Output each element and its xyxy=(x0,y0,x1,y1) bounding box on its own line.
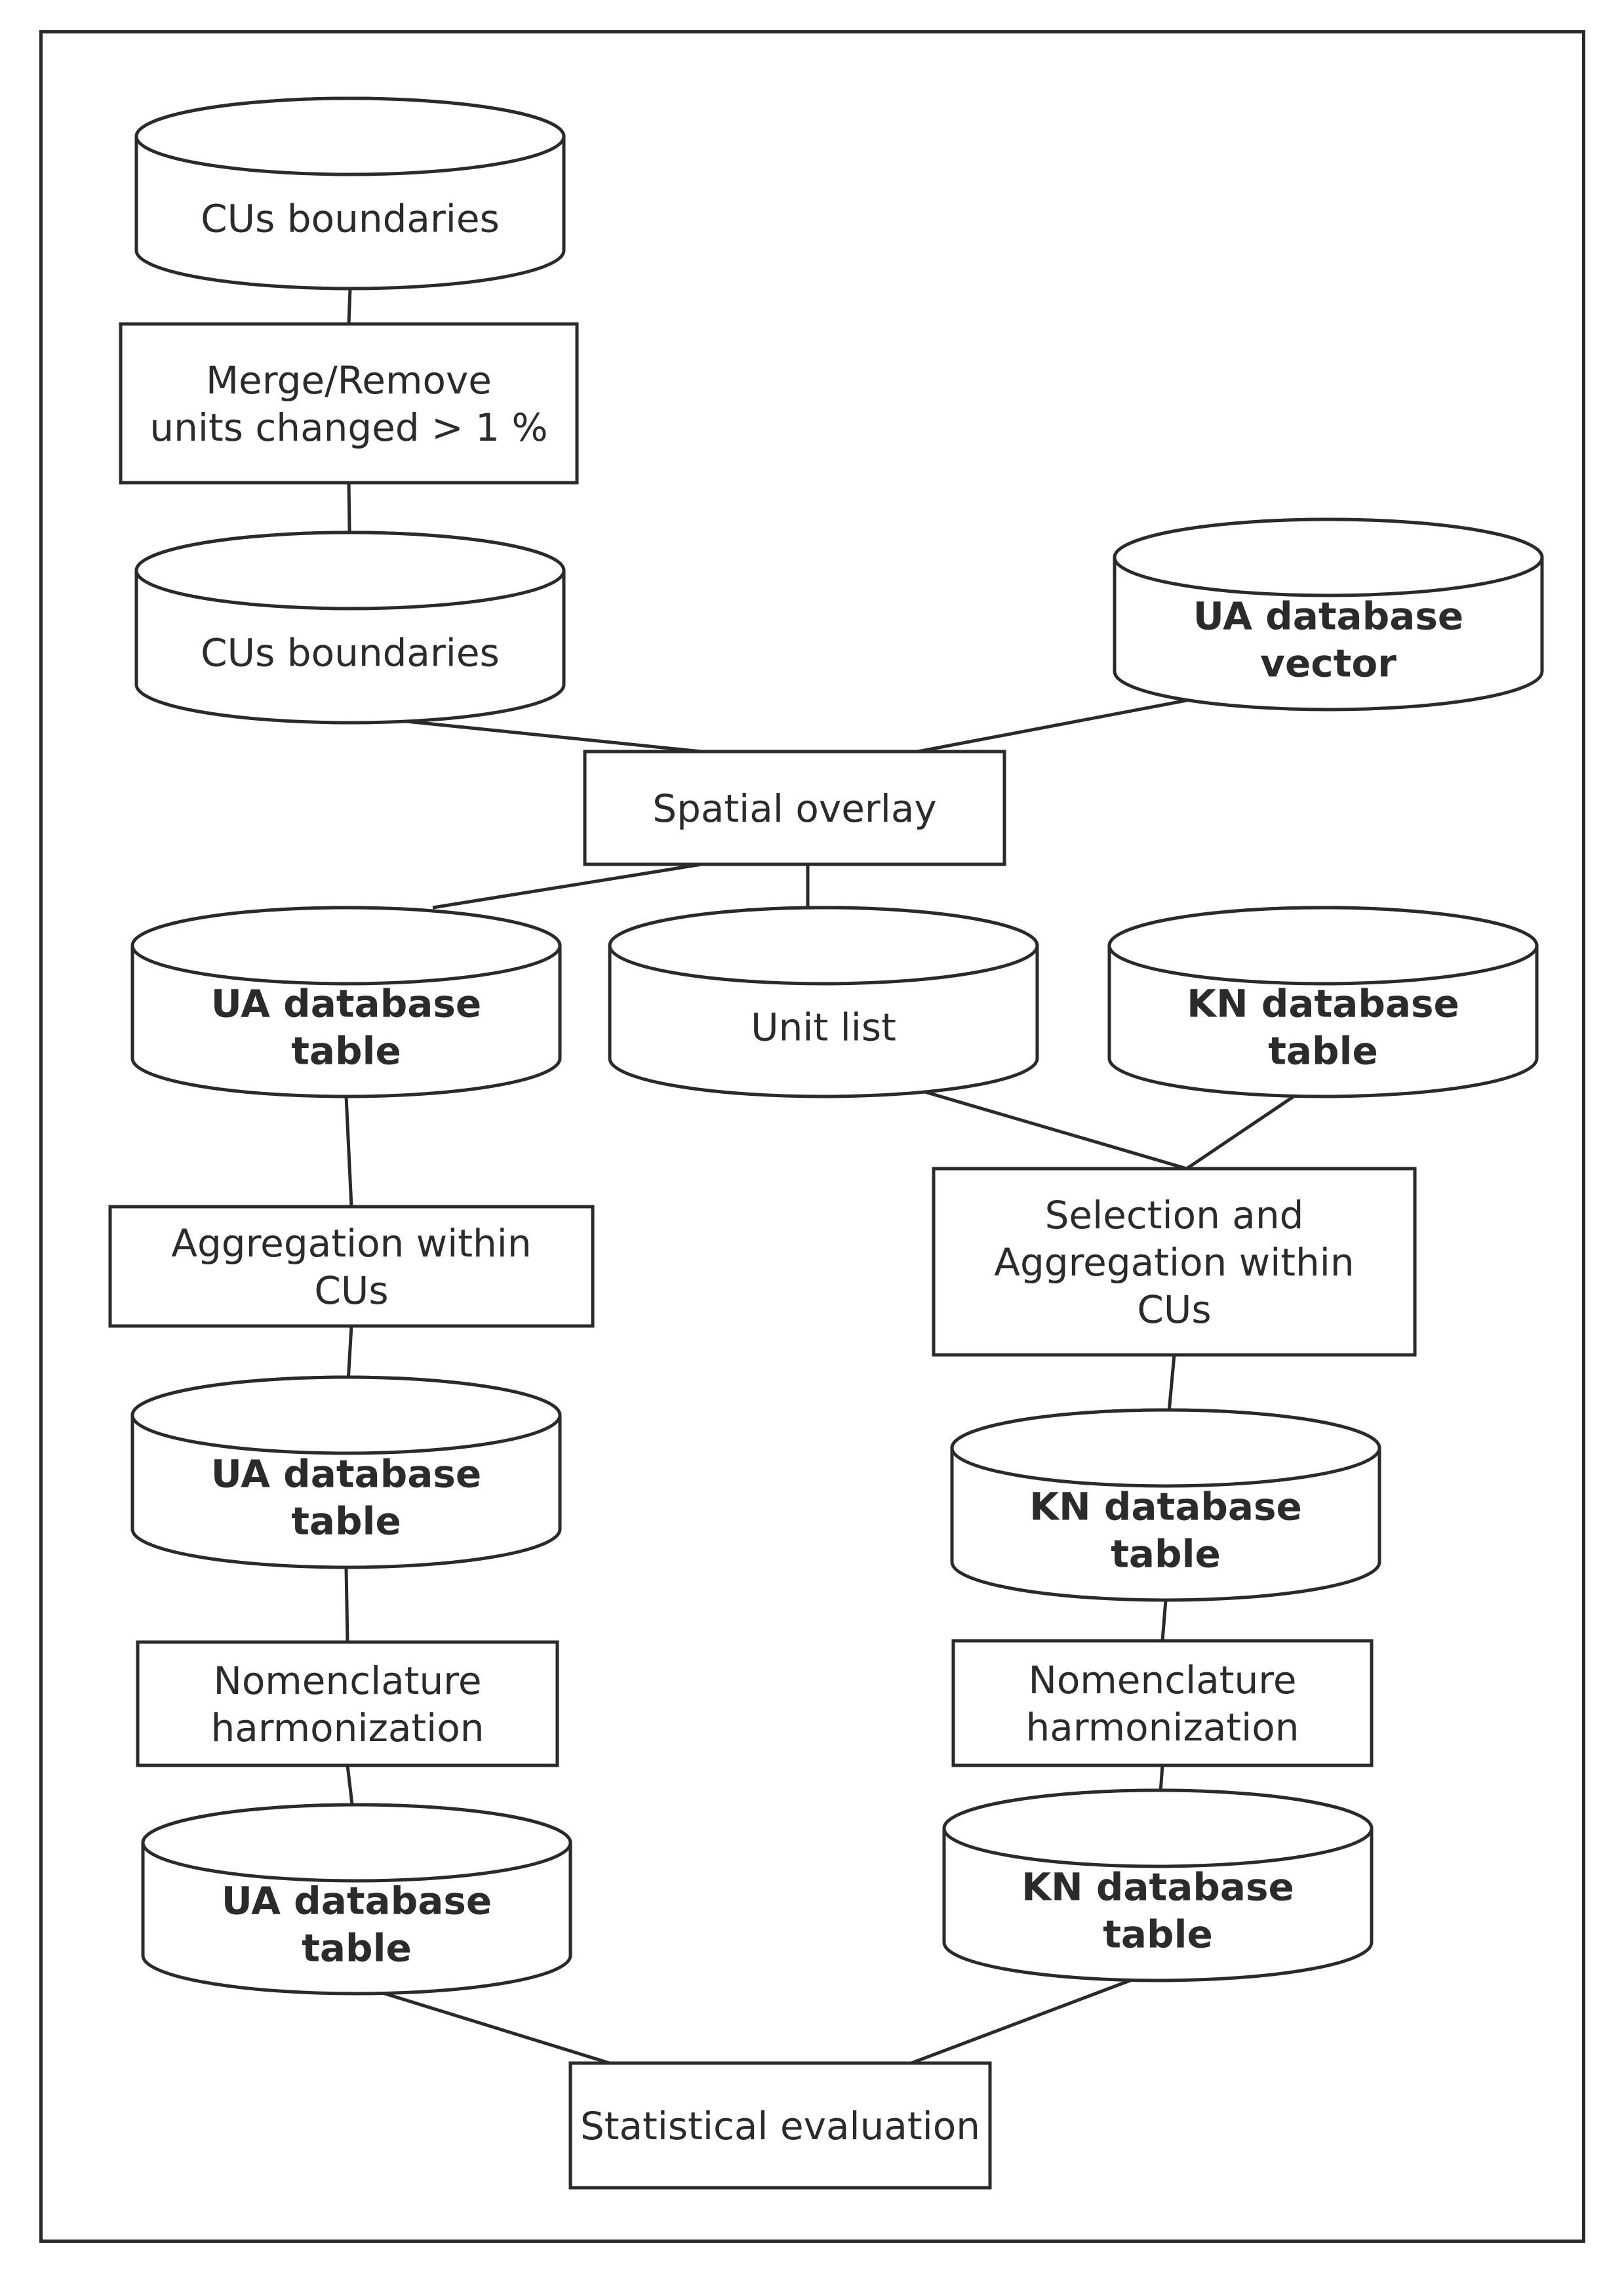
cylinder-top xyxy=(942,1788,1374,1868)
cylinder-top xyxy=(1107,906,1539,986)
cylinder-top xyxy=(134,96,566,176)
cylinder-top xyxy=(1113,517,1544,597)
cylinder-top xyxy=(141,1803,572,1883)
connector-ua_t1-to-agg xyxy=(344,1096,353,1207)
node-label: table xyxy=(1268,1029,1378,1074)
node-label: vector xyxy=(1260,641,1396,686)
node-label: UA database xyxy=(222,1879,492,1923)
node-label: harmonization xyxy=(1025,1705,1299,1750)
cylinder-top xyxy=(950,1408,1381,1488)
connector-ua_t2-to-nom_l xyxy=(344,1567,349,1643)
node-label: table xyxy=(291,1499,401,1544)
datastore-cus1: CUs boundaries xyxy=(134,96,566,291)
node-label: CUs xyxy=(314,1268,388,1313)
node-label: KN database xyxy=(1021,1865,1294,1910)
box-outline xyxy=(108,1205,595,1328)
datastore-cus2: CUs boundaries xyxy=(134,531,566,725)
node-label: harmonization xyxy=(210,1706,484,1750)
diagram-frame xyxy=(39,30,1585,2243)
node-label: KN database xyxy=(1187,982,1459,1026)
connector-ua_t3-to-stat xyxy=(376,1989,610,2065)
node-label: KN database xyxy=(1029,1485,1302,1529)
connector-cus1-to-merge xyxy=(347,288,352,325)
connector-overlay-to-ua_t1 xyxy=(432,862,702,910)
process-box-stat: Statistical evaluation xyxy=(568,2061,992,2190)
node-label: units changed > 1 % xyxy=(149,405,547,450)
node-label: Statistical evaluation xyxy=(580,2104,980,2148)
cylinder-top xyxy=(608,906,1039,986)
box-outline xyxy=(568,2061,992,2190)
node-label: Spatial overlay xyxy=(652,786,936,831)
connector-kn_t2-to-nom_r xyxy=(1160,1599,1168,1641)
connector-cus2-to-overlay xyxy=(393,718,702,754)
box-outline xyxy=(119,322,579,485)
node-label: table xyxy=(302,1926,412,1971)
node-label: CUs boundaries xyxy=(201,631,500,675)
node-label: Nomenclature xyxy=(213,1658,481,1703)
node-label: Aggregation within xyxy=(171,1221,531,1266)
process-box-overlay: Spatial overlay xyxy=(583,750,1006,866)
node-label: CUs xyxy=(1137,1287,1211,1332)
node-label: UA database xyxy=(1193,594,1463,639)
connector-kn_t1-to-selagg xyxy=(1185,1089,1303,1171)
node-label: Merge/Remove xyxy=(206,358,492,403)
cylinder-top xyxy=(130,906,562,986)
box-outline xyxy=(932,1167,1417,1357)
node-label: Nomenclature xyxy=(1028,1658,1296,1702)
cylinder-top xyxy=(130,1375,562,1455)
node-label: table xyxy=(1103,1912,1213,1957)
node-label: Unit list xyxy=(751,1005,896,1050)
box-outline xyxy=(136,1640,559,1767)
node-label: CUs boundaries xyxy=(201,197,500,241)
box-outline xyxy=(951,1639,1374,1767)
node-label: Aggregation within xyxy=(994,1240,1354,1285)
node-label: table xyxy=(1111,1532,1221,1577)
node-label: UA database xyxy=(211,1452,481,1497)
node-label: table xyxy=(291,1029,401,1074)
connector-unitlist-to-selagg xyxy=(904,1084,1187,1171)
node-label: Selection and xyxy=(1045,1193,1304,1237)
box-outline xyxy=(583,750,1006,866)
datastore-unitlist: Unit list xyxy=(608,906,1039,1098)
connector-kn_t3-to-stat xyxy=(911,1973,1145,2065)
connector-ua_vec-to-overlay xyxy=(917,698,1187,754)
node-label: UA database xyxy=(211,982,481,1026)
cylinder-top xyxy=(134,531,566,611)
